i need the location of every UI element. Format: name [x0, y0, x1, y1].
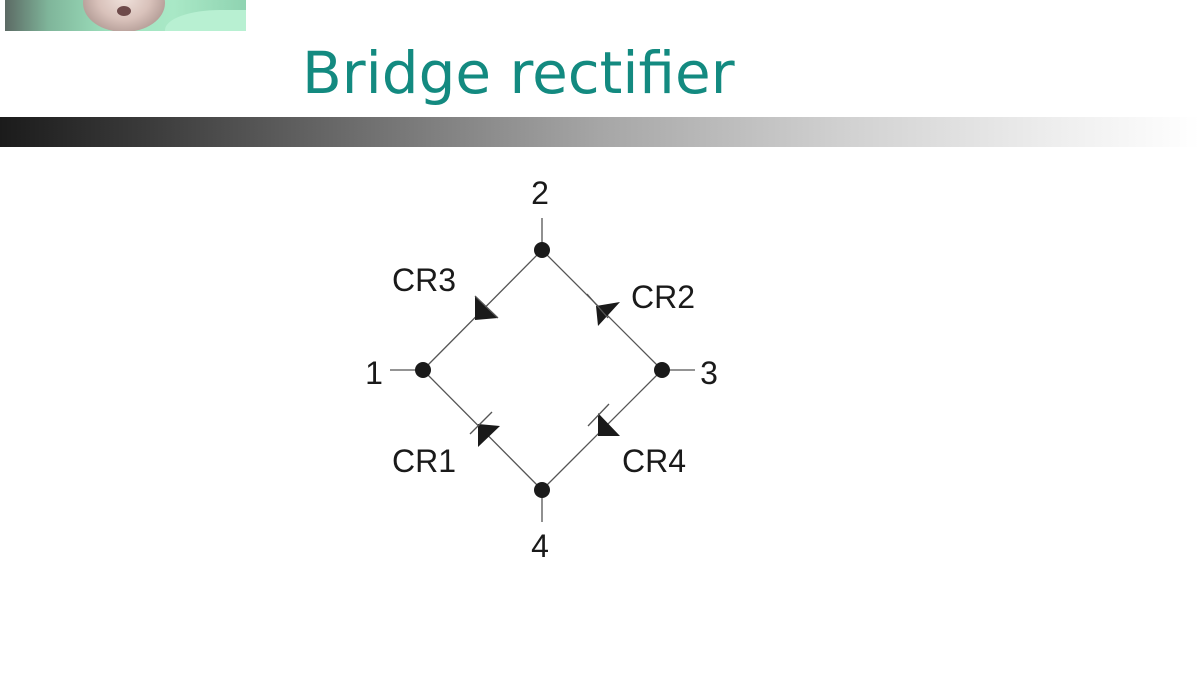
junction-node-4 — [534, 482, 550, 498]
junction-node-1 — [415, 362, 431, 378]
junction-dots — [415, 242, 670, 498]
junction-node-3 — [654, 362, 670, 378]
diode-cr1-triangle — [478, 424, 500, 447]
terminal-label-3: 3 — [700, 355, 718, 391]
terminal-label-4: 4 — [531, 528, 549, 564]
diode-cr3 — [474, 295, 499, 320]
diode-cr2-triangle — [596, 302, 620, 326]
diode-cr3-bar — [474, 295, 499, 319]
diode-cr2-bar — [586, 293, 609, 319]
diode-label-cr1: CR1 — [392, 443, 456, 479]
diode-cr4 — [587, 403, 620, 436]
junction-node-2 — [534, 242, 550, 258]
diode-label-cr2: CR2 — [631, 279, 695, 315]
presenter-webcam — [5, 0, 246, 31]
title-gradient-bar — [0, 117, 1200, 147]
webcam-mouth — [117, 6, 131, 16]
diode-cr1-bar — [469, 411, 493, 435]
diode-cr4-bar — [587, 403, 610, 427]
diode-cr1 — [469, 411, 500, 447]
diode-label-cr3: CR3 — [392, 262, 456, 298]
diode-label-cr4: CR4 — [622, 443, 686, 479]
slide-title: Bridge rectifier — [302, 39, 735, 107]
diode-cr4-triangle — [598, 413, 620, 436]
terminal-label-1: 1 — [365, 355, 383, 391]
webcam-shoulder — [165, 10, 246, 31]
terminal-label-2: 2 — [531, 175, 549, 211]
diode-cr2 — [586, 293, 620, 326]
